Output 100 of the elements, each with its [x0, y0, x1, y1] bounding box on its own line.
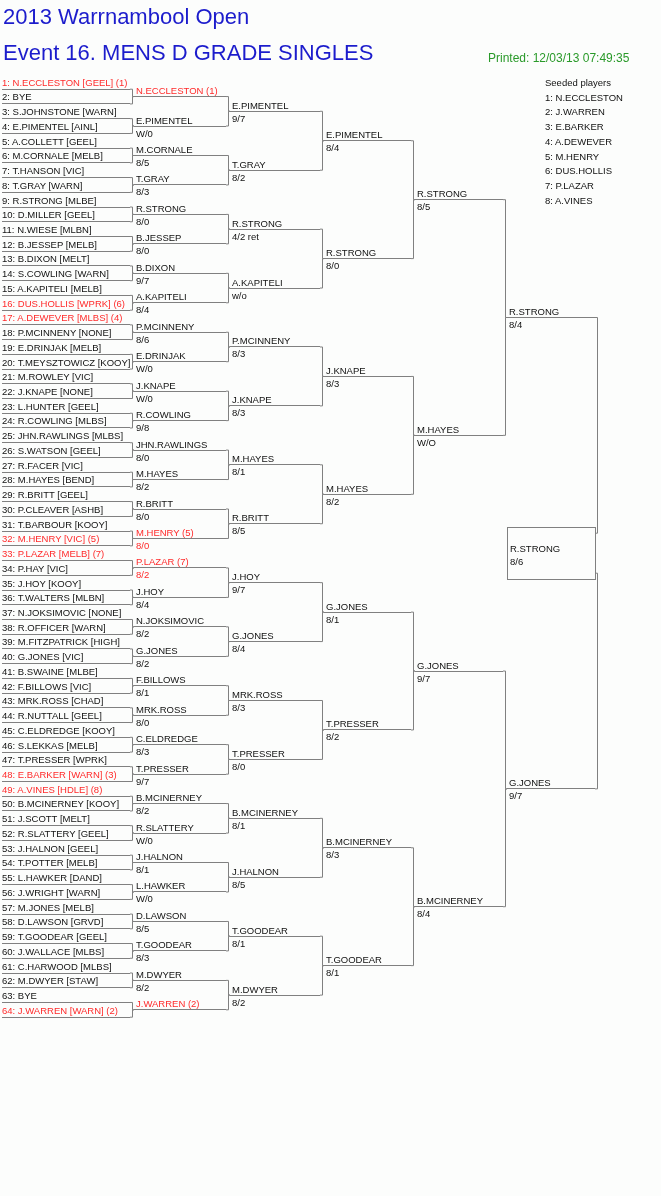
bracket-line [129, 766, 135, 775]
player-entry: 12: B.JESSEP [MELB] [2, 238, 97, 250]
bracket-slot [2, 488, 130, 503]
match-score: W/O [417, 436, 436, 448]
bracket-line [225, 920, 231, 937]
bracket-line [319, 729, 325, 760]
player-entry: 64: J.WARREN [WARN] (2) [2, 1004, 118, 1016]
bracket-line [502, 788, 508, 908]
player-name: R.STRONG [417, 188, 468, 200]
match-score: 8/1 [136, 864, 150, 875]
bracket-line [129, 972, 135, 981]
bracket-line [225, 213, 231, 230]
bracket-line [319, 935, 325, 967]
bracket-line [225, 994, 231, 1011]
match-score: 8/4 [232, 643, 246, 655]
match-score: 8/2 [136, 628, 150, 640]
player-entry: 35: J.HOY [KOOY] [2, 577, 82, 589]
bracket-line [225, 700, 231, 716]
player-entry: 4: E.PIMENTEL [AINL] [2, 120, 98, 132]
bracket-line [129, 854, 135, 864]
bracket-line [225, 405, 231, 422]
player-entry: 27: R.FACER [VIC] [2, 459, 83, 471]
player-name: M.DWYER [232, 983, 278, 995]
bracket-slot [2, 311, 130, 326]
player-entry: 28: M.HAYES [BEND] [2, 474, 95, 486]
player-name: G.JONES [326, 600, 368, 612]
bracket-line [129, 714, 135, 724]
seed-list-heading: Seeded players [545, 77, 612, 88]
bracket-line [129, 626, 135, 635]
bracket-line [129, 272, 135, 282]
match-score: 8/4 [417, 908, 431, 920]
match-score: 8/2 [232, 171, 246, 183]
bracket-line [129, 950, 135, 959]
player-entry: 63: BYE [2, 989, 37, 1001]
player-entry: 8: T.GRAY [WARN] [2, 179, 83, 191]
player-name: P.MCINNENY [136, 320, 195, 332]
bracket-line [129, 265, 135, 274]
bracket-line [129, 96, 135, 105]
bracket-line [129, 236, 135, 245]
player-name: G.JONES [136, 644, 178, 656]
player-entry: 6: M.CORNALE [MELB] [2, 150, 103, 162]
bracket-line [129, 361, 135, 370]
bracket-line [319, 700, 325, 731]
player-name: G.JONES [417, 659, 459, 671]
bracket-line [129, 184, 135, 193]
player-name: T.GOODEAR [232, 924, 288, 936]
seed-list-entry: 3: E.BARKER [545, 121, 604, 133]
bracket-line [129, 243, 135, 252]
bracket-line [129, 501, 135, 510]
bracket-line [129, 832, 135, 841]
player-entry: 34: P.HAY [VIC] [2, 562, 68, 574]
bracket-line [225, 935, 231, 952]
player-name: T.PRESSER [326, 718, 379, 730]
bracket-line [410, 847, 416, 908]
player-name: J.KNAPE [232, 394, 272, 406]
match-score: 8/1 [326, 967, 340, 979]
player-entry: 19: E.DRINJAK [MELB] [2, 341, 102, 353]
player-entry: 44: R.NUTTALL [GEEL] [2, 710, 102, 722]
bracket-slot [2, 812, 130, 827]
bracket-line [129, 891, 135, 900]
player-name: R.COWLING [136, 409, 191, 421]
player-entry: 60: J.WALLACE [MLBS] [2, 945, 105, 957]
player-entry: 1: N.ECCLESTON [GEEL] (1) [2, 76, 128, 88]
bracket-line [129, 736, 135, 746]
player-name: E.PIMENTEL [232, 99, 289, 111]
bracket-slot [2, 252, 130, 267]
bracket-slot [507, 526, 596, 580]
player-name: B.MCINERNEY [326, 836, 392, 848]
bracket-line [502, 670, 508, 790]
player-entry: 18: P.MCINNENY [NONE] [2, 327, 112, 339]
player-name: R.STRONG [509, 306, 560, 317]
player-name: T.GRAY [136, 173, 170, 185]
player-name: P.LAZAR (7) [136, 556, 189, 568]
match-score: 8/2 [136, 569, 150, 581]
match-score: 8/3 [136, 952, 150, 964]
bracket-line [319, 346, 325, 377]
bracket-line [129, 177, 135, 186]
match-score: 8/1 [136, 687, 150, 699]
player-entry: 25: JHN.RAWLINGS [MLBS] [2, 430, 124, 442]
match-score: W/0 [136, 392, 153, 404]
event-heading: Event 16. MENS D GRADE SINGLES [3, 40, 374, 66]
match-score: 8/4 [136, 598, 150, 610]
bracket-slot [2, 223, 130, 237]
player-name: R.STRONG [326, 247, 377, 259]
player-name: JHN.RAWLINGS [136, 438, 208, 450]
player-entry: 51: J.SCOTT [MELT] [2, 813, 90, 825]
bracket-slot [2, 149, 130, 164]
bracket-slot [2, 267, 130, 282]
bracket-line [129, 530, 135, 539]
match-score: 8/5 [232, 878, 246, 890]
bracket-line [410, 434, 416, 495]
player-name: L.HAWKER [136, 880, 186, 892]
bracket-slot [2, 974, 130, 989]
player-name: E.PIMENTEL [136, 114, 193, 126]
match-score: W/0 [136, 834, 153, 846]
bracket-line [225, 803, 231, 819]
bracket-line [129, 155, 135, 164]
match-score: 8/3 [326, 849, 340, 861]
bracket-line [225, 390, 231, 407]
bracket-line [129, 920, 135, 930]
